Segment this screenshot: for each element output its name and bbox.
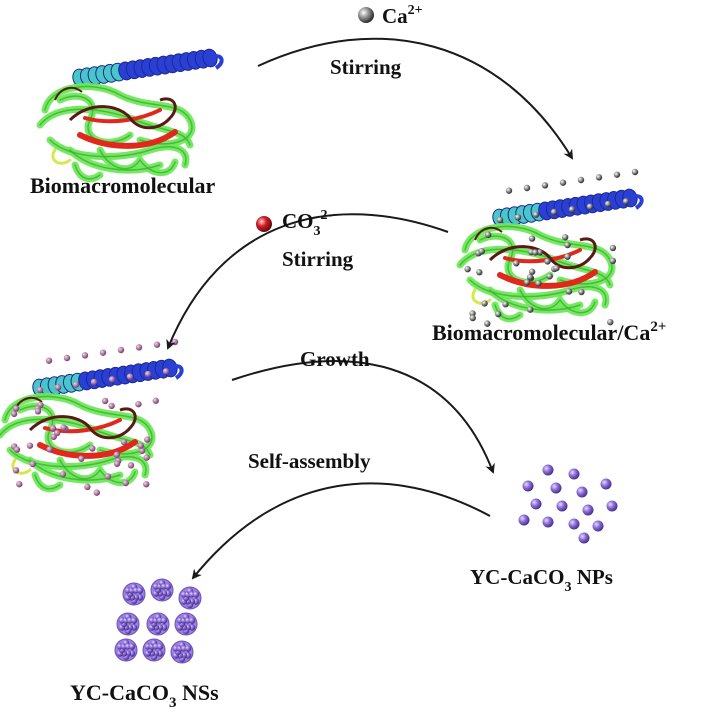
biomacromolecular-label: Biomacromolecular (30, 173, 216, 198)
step-growth-label: Growth (300, 347, 370, 371)
complex-calcium-label: Biomacromolecular/Ca2+ (432, 319, 666, 345)
strand-icon (497, 248, 598, 289)
nanospheres-grid (114, 578, 202, 664)
protein-calcium-complex-icon (456, 188, 644, 323)
strand-icon (77, 108, 178, 149)
nanoparticles-cluster (518, 464, 618, 544)
nanosphere-icon (178, 586, 202, 610)
nanoparticles-label: YC-CaCO3 NPs (470, 565, 613, 595)
calcium-ion-icon (358, 7, 374, 23)
alpha-helix-icon (32, 358, 184, 398)
protein-structure-icon (36, 48, 224, 183)
carbonate-ion-icon (256, 216, 272, 232)
nanosphere-icon (142, 638, 166, 662)
carbonate-ion-dots (10, 338, 179, 496)
reagent-carbonate-label: CO32- (282, 208, 333, 239)
step-stirring-2-label: Stirring (282, 247, 354, 271)
nanosphere-icon (170, 640, 194, 664)
nanosphere-icon (150, 578, 174, 602)
nanosphere-icon (146, 612, 170, 636)
arrow-stirring-1 (257, 37, 574, 160)
step-stirring-1-label: Stirring (330, 55, 402, 79)
arrow-self-assembly (191, 482, 491, 580)
alpha-helix-icon (72, 48, 224, 88)
protein-carbonate-complex-icon (0, 358, 184, 493)
nanosphere-icon (122, 582, 146, 606)
step-self-assembly-label: Self-assembly (248, 449, 371, 473)
nanosphere-icon (114, 638, 138, 662)
nanosphere-icon (174, 612, 198, 636)
arrow-stirring-2 (166, 213, 449, 350)
nanospheres-label: YC-CaCO3 NSs (70, 680, 219, 711)
calcium-ion-dots (464, 168, 639, 327)
reagent-calcium-label: Ca2+ (382, 3, 423, 28)
nanosphere-icon (116, 612, 140, 636)
alpha-helix-icon (492, 188, 644, 228)
arrow-growth (231, 360, 495, 474)
